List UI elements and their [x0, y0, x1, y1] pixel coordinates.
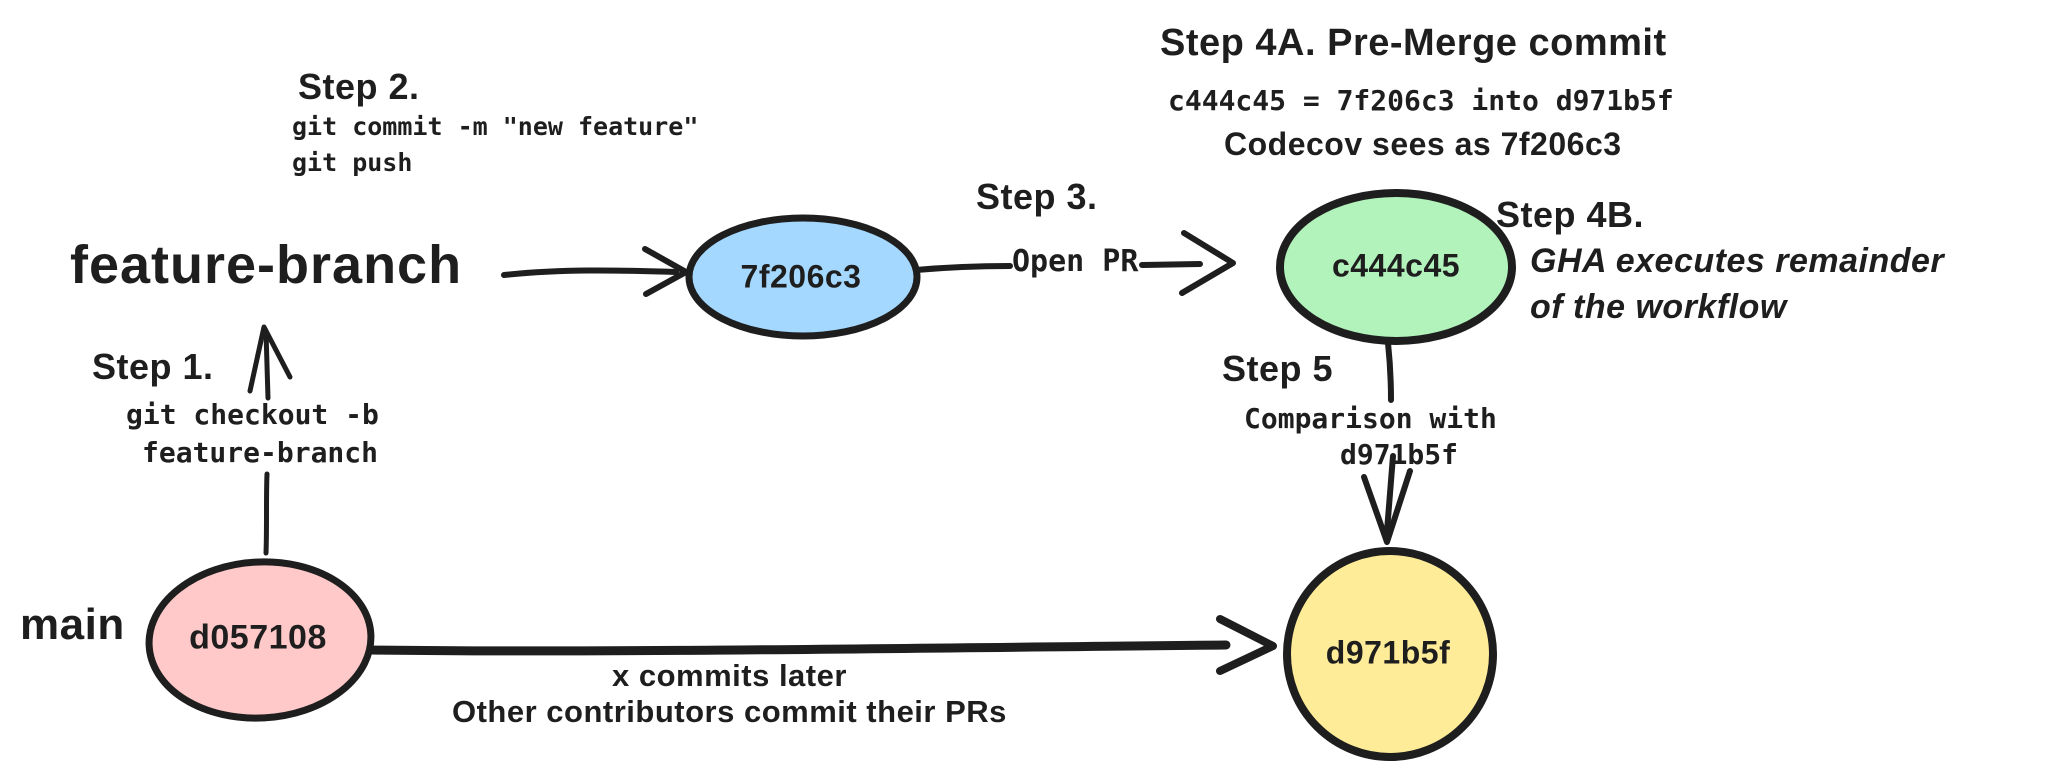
step3-open-pr-label: Open PR [1012, 244, 1139, 279]
step1-title: Step 1. [92, 346, 214, 387]
arrow-step5-shaft-lower [1384, 453, 1396, 534]
arrowhead-step5-down-icon [1361, 468, 1413, 545]
step5-comparison-line1: Comparison with [1244, 402, 1497, 435]
step4a-title: Step 4A. Pre-Merge commit [1160, 22, 1667, 64]
commits-later-note-line2: Other contributors commit their PRs [452, 694, 1007, 729]
step4b-note-line1: GHA executes remainder [1530, 242, 1945, 280]
arrow-d057108-to-d971b5f [367, 640, 1231, 656]
step4b-title: Step 4B. [1496, 194, 1645, 235]
arrow-step1-shaft-upper [263, 329, 271, 401]
main-commit-id: d057108 [189, 618, 327, 657]
node-main-commit [145, 558, 375, 722]
feature-commit-id: 7f206c3 [740, 258, 862, 295]
commits-later-note-line1: x commits later [612, 658, 847, 693]
arrowhead-step1-up-icon [247, 324, 293, 394]
arrow-step5-shaft [1385, 340, 1394, 403]
main-head-commit-id: d971b5f [1325, 634, 1451, 671]
arrowhead-openpr-to-c444c45-icon [1179, 230, 1236, 296]
step5-title: Step 5 [1222, 348, 1334, 389]
step1-command-line2: feature-branch [142, 436, 379, 469]
node-main-head-commit [1283, 547, 1497, 761]
step1-command-line1: git checkout -b [126, 398, 379, 431]
arrowhead-d057108-to-d971b5f-icon [1216, 615, 1277, 675]
arrow-openpr-to-c444c45 [1139, 261, 1203, 268]
feature-branch-label: feature-branch [70, 235, 463, 295]
main-branch-label: main [20, 600, 125, 649]
step4a-merge-detail: c444c45 = 7f206c3 into d971b5f [1168, 84, 1674, 117]
step4a-codecov-note: Codecov sees as 7f206c3 [1224, 126, 1622, 162]
arrow-step1-shaft-lower [263, 471, 270, 556]
step5-comparison-line2: d971b5f [1340, 438, 1459, 471]
step2-title: Step 2. [298, 66, 420, 107]
arrow-featurebranch-to-7f206c3 [501, 267, 679, 278]
node-premerge-commit [1276, 189, 1516, 345]
step2-command-push: git push [292, 148, 413, 177]
step4b-note-line2: of the workflow [1530, 288, 1787, 326]
arrow-7f206c3-to-openpr [913, 263, 1013, 273]
premerge-commit-id: c444c45 [1331, 247, 1461, 284]
step3-title: Step 3. [976, 176, 1098, 217]
step2-command-commit: git commit -m "new feature" [292, 112, 699, 141]
node-feature-commit [685, 214, 921, 340]
